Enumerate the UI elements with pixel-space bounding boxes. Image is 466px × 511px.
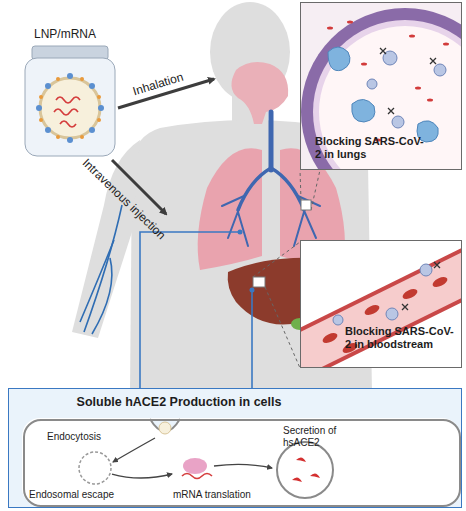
route-label: Inhalation [131,70,185,99]
node-title: LNP/mRNA [15,28,115,42]
step-label: mRNA translation [173,489,283,501]
lnp-bottle [25,46,115,156]
zoom-square [301,200,311,210]
inset-box: Blocking SARS-CoV-2 in lungs [300,2,462,170]
node-title: Soluble hACE2 Production in cells [29,395,329,409]
node-title: Blocking SARS-CoV-2 in bloodstream [345,325,457,350]
zoom-square [253,277,265,287]
process-panel: Soluble hACE2 Production in cellsEndocyt… [8,388,462,508]
lung-inset-art [300,2,462,170]
node-title: Blocking SARS-CoV-2 in lungs [315,135,427,160]
nasal-cavity [231,62,288,124]
cell-outline: EndocytosisEndosomal escape mRNA translat… [23,419,461,507]
inset-box: Blocking SARS-CoV-2 in bloodstream [300,240,462,368]
organ-pointer-lines [140,232,252,388]
left-lung [198,148,262,270]
vial-node: LNP/mRNA [15,26,115,158]
step-label: Endocytosis [47,431,137,443]
step-label: Endosomal escape [29,489,139,501]
arm-veins [80,205,122,334]
blood-inset-art [300,240,462,368]
step-label: Secretion of hsACE2 [283,425,357,448]
